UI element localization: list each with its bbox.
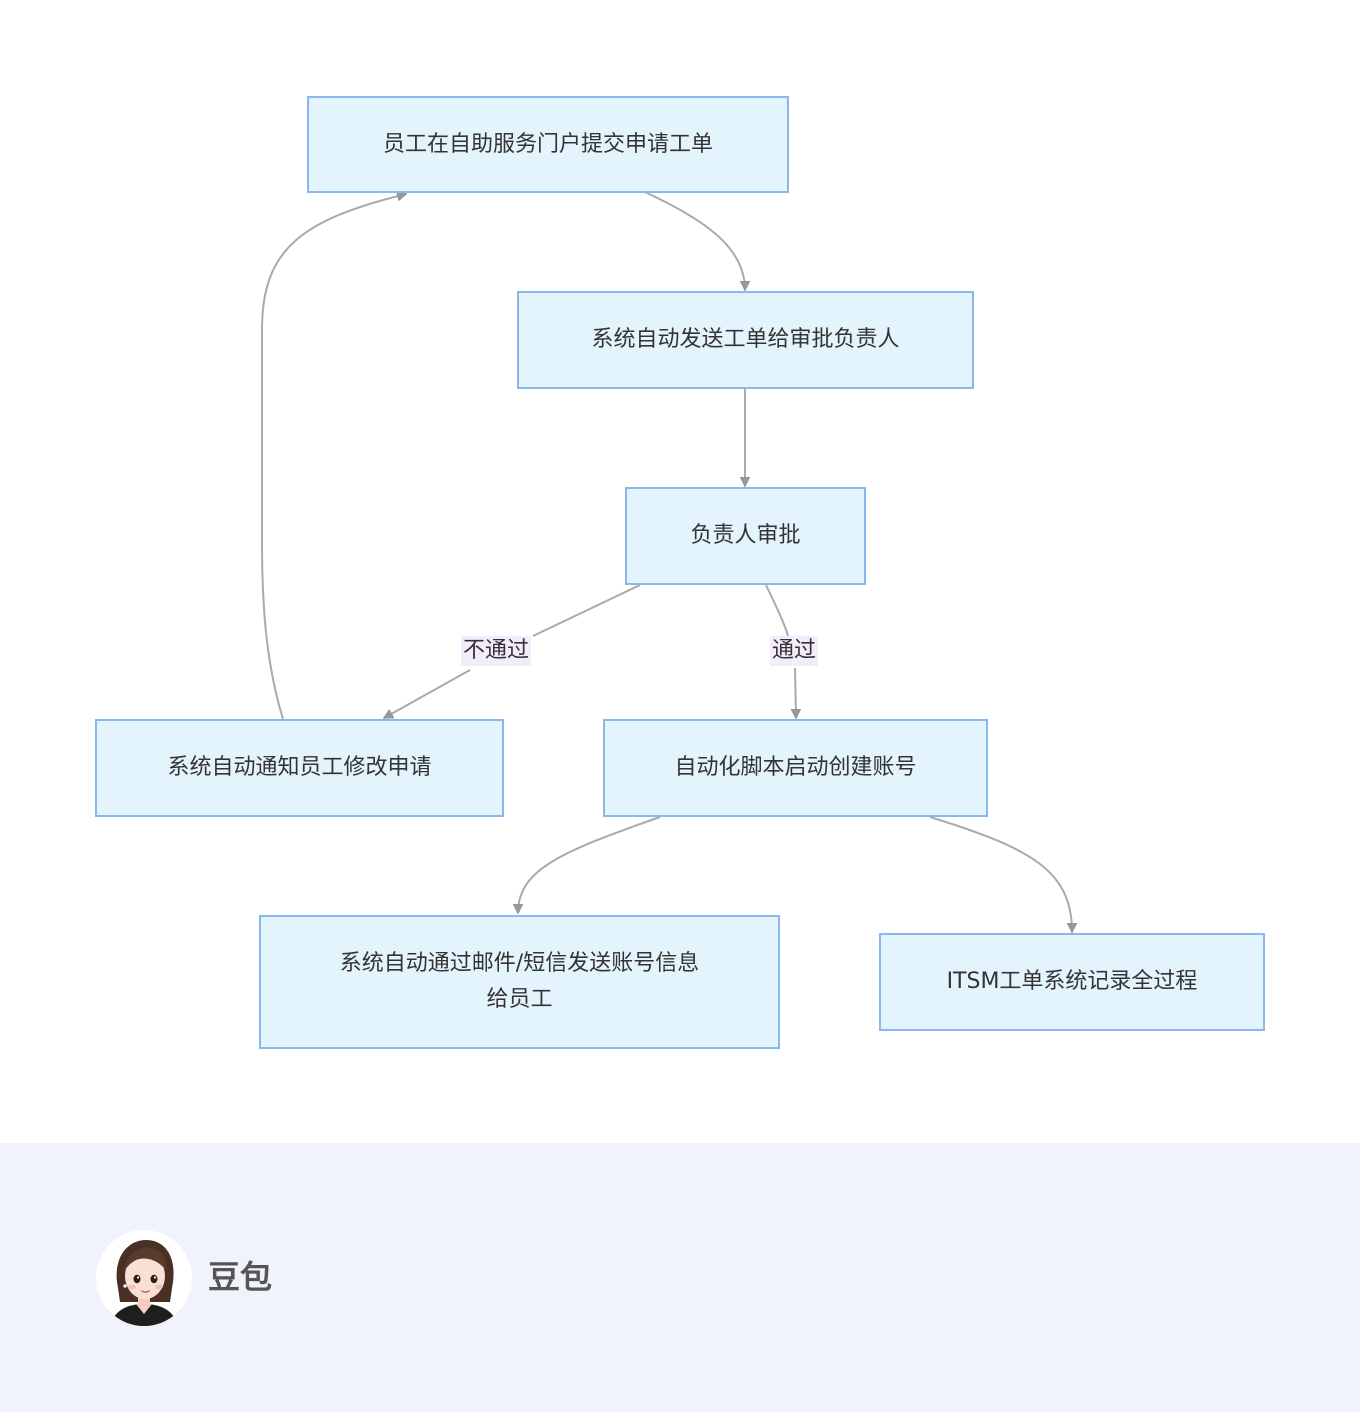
node-dispatch-to-approver-label: 系统自动发送工单给审批负责人 [591, 327, 900, 352]
edge-label-pass: 通过 [770, 636, 819, 666]
edge-create-to-record [929, 816, 1072, 932]
flowchart-edges [261, 0, 1360, 1143]
node-send-account-info-line2: 给员工 [486, 987, 553, 1012]
avatar-icon[interactable] [96, 1230, 192, 1326]
node-approver-review: 负责人审批 [625, 487, 866, 585]
node-send-account-info: 系统自动通过邮件/短信发送账号信息 给员工 [259, 915, 780, 1049]
edge-notify-to-submit [261, 194, 406, 720]
footer: 豆包 [0, 1143, 1360, 1412]
node-notify-employee: 系统自动通知员工修改申请 [95, 719, 504, 817]
node-notify-employee-label: 系统自动通知员工修改申请 [167, 755, 432, 780]
author-name: 豆包 [208, 1258, 273, 1296]
edge-label-reject: 不通过 [461, 636, 532, 666]
node-submit-request: 员工在自助服务门户提交申请工单 [307, 96, 789, 193]
edge-create-to-sendinfo [518, 816, 661, 913]
flowchart: 员工在自助服务门户提交申请工单 系统自动发送工单给审批负责人 负责人审批 系统自… [95, 0, 1360, 1143]
edge-submit-to-dispatch [644, 191, 745, 290]
node-send-account-info-line1: 系统自动通过邮件/短信发送账号信息 [339, 951, 700, 976]
avatar-illustration [96, 1230, 192, 1326]
edge-approve-to-create [765, 584, 796, 718]
edge-approve-to-notify [384, 584, 641, 718]
node-dispatch-to-approver: 系统自动发送工单给审批负责人 [517, 291, 974, 389]
node-itsm-record-label: ITSM工单系统记录全过程 [946, 969, 1198, 994]
node-itsm-record: ITSM工单系统记录全过程 [879, 933, 1265, 1031]
node-submit-request-label: 员工在自助服务门户提交申请工单 [382, 131, 713, 157]
node-approver-review-label: 负责人审批 [690, 523, 801, 548]
node-create-account-label: 自动化脚本启动创建账号 [674, 755, 917, 780]
node-create-account: 自动化脚本启动创建账号 [603, 719, 988, 817]
